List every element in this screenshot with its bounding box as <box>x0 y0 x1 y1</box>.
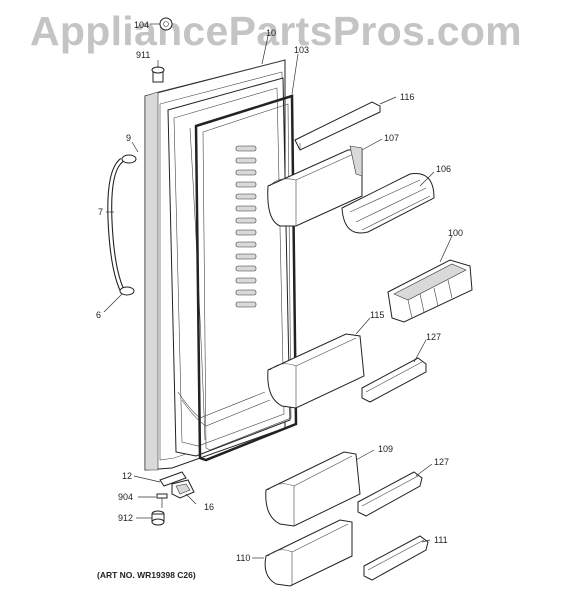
hinge-plate <box>159 471 187 487</box>
callout-109: 109 <box>378 444 393 454</box>
hinge-screw <box>156 493 168 508</box>
door-bin-lower <box>265 451 361 527</box>
callout-111: 111 <box>434 535 448 545</box>
callout-103: 103 <box>294 45 309 55</box>
leader-lines <box>103 23 453 559</box>
door-handle <box>107 154 137 296</box>
callout-127-upper: 127 <box>426 332 441 342</box>
callout-107: 107 <box>384 133 399 143</box>
door-closer <box>171 479 195 499</box>
door-liner <box>167 77 291 457</box>
bin-front-bottom <box>363 535 429 581</box>
bin-front-lower <box>357 471 423 517</box>
callout-110: 110 <box>236 553 250 563</box>
bin-front-upper <box>361 357 427 403</box>
callout-100: 100 <box>448 228 463 238</box>
callout-904: 904 <box>118 492 133 502</box>
callout-12: 12 <box>122 471 132 481</box>
callout-9: 9 <box>126 133 131 143</box>
callout-7: 7 <box>98 207 103 217</box>
callout-116: 116 <box>400 92 414 102</box>
callout-labels: 104 10 103 911 9 7 6 116 107 106 100 115… <box>96 20 463 563</box>
callout-106: 106 <box>436 164 451 174</box>
hinge-cap <box>159 17 173 31</box>
dairy-bin <box>267 145 363 227</box>
callout-16: 16 <box>204 502 214 512</box>
shelf-rail <box>294 101 381 151</box>
door-bin-bottom <box>264 519 353 587</box>
callout-127-lower: 127 <box>434 457 449 467</box>
callout-911: 911 <box>136 50 150 60</box>
callout-6: 6 <box>96 310 101 320</box>
liner-shelf-ribs <box>235 145 257 308</box>
door-gasket <box>194 94 298 462</box>
art-number-label: (ART NO. WR19398 C26) <box>97 570 196 580</box>
watermark-logo: AppliancePartsPros.com <box>30 8 522 54</box>
callout-115: 115 <box>370 310 384 320</box>
hinge-pin <box>151 510 165 526</box>
callout-912: 912 <box>118 513 133 523</box>
hinge-bushing <box>151 66 165 83</box>
callout-101: 10 <box>266 28 276 38</box>
door-bin-middle <box>267 333 365 409</box>
callout-104: 104 <box>134 20 149 30</box>
egg-tray <box>387 259 473 323</box>
dairy-cover <box>341 173 435 234</box>
